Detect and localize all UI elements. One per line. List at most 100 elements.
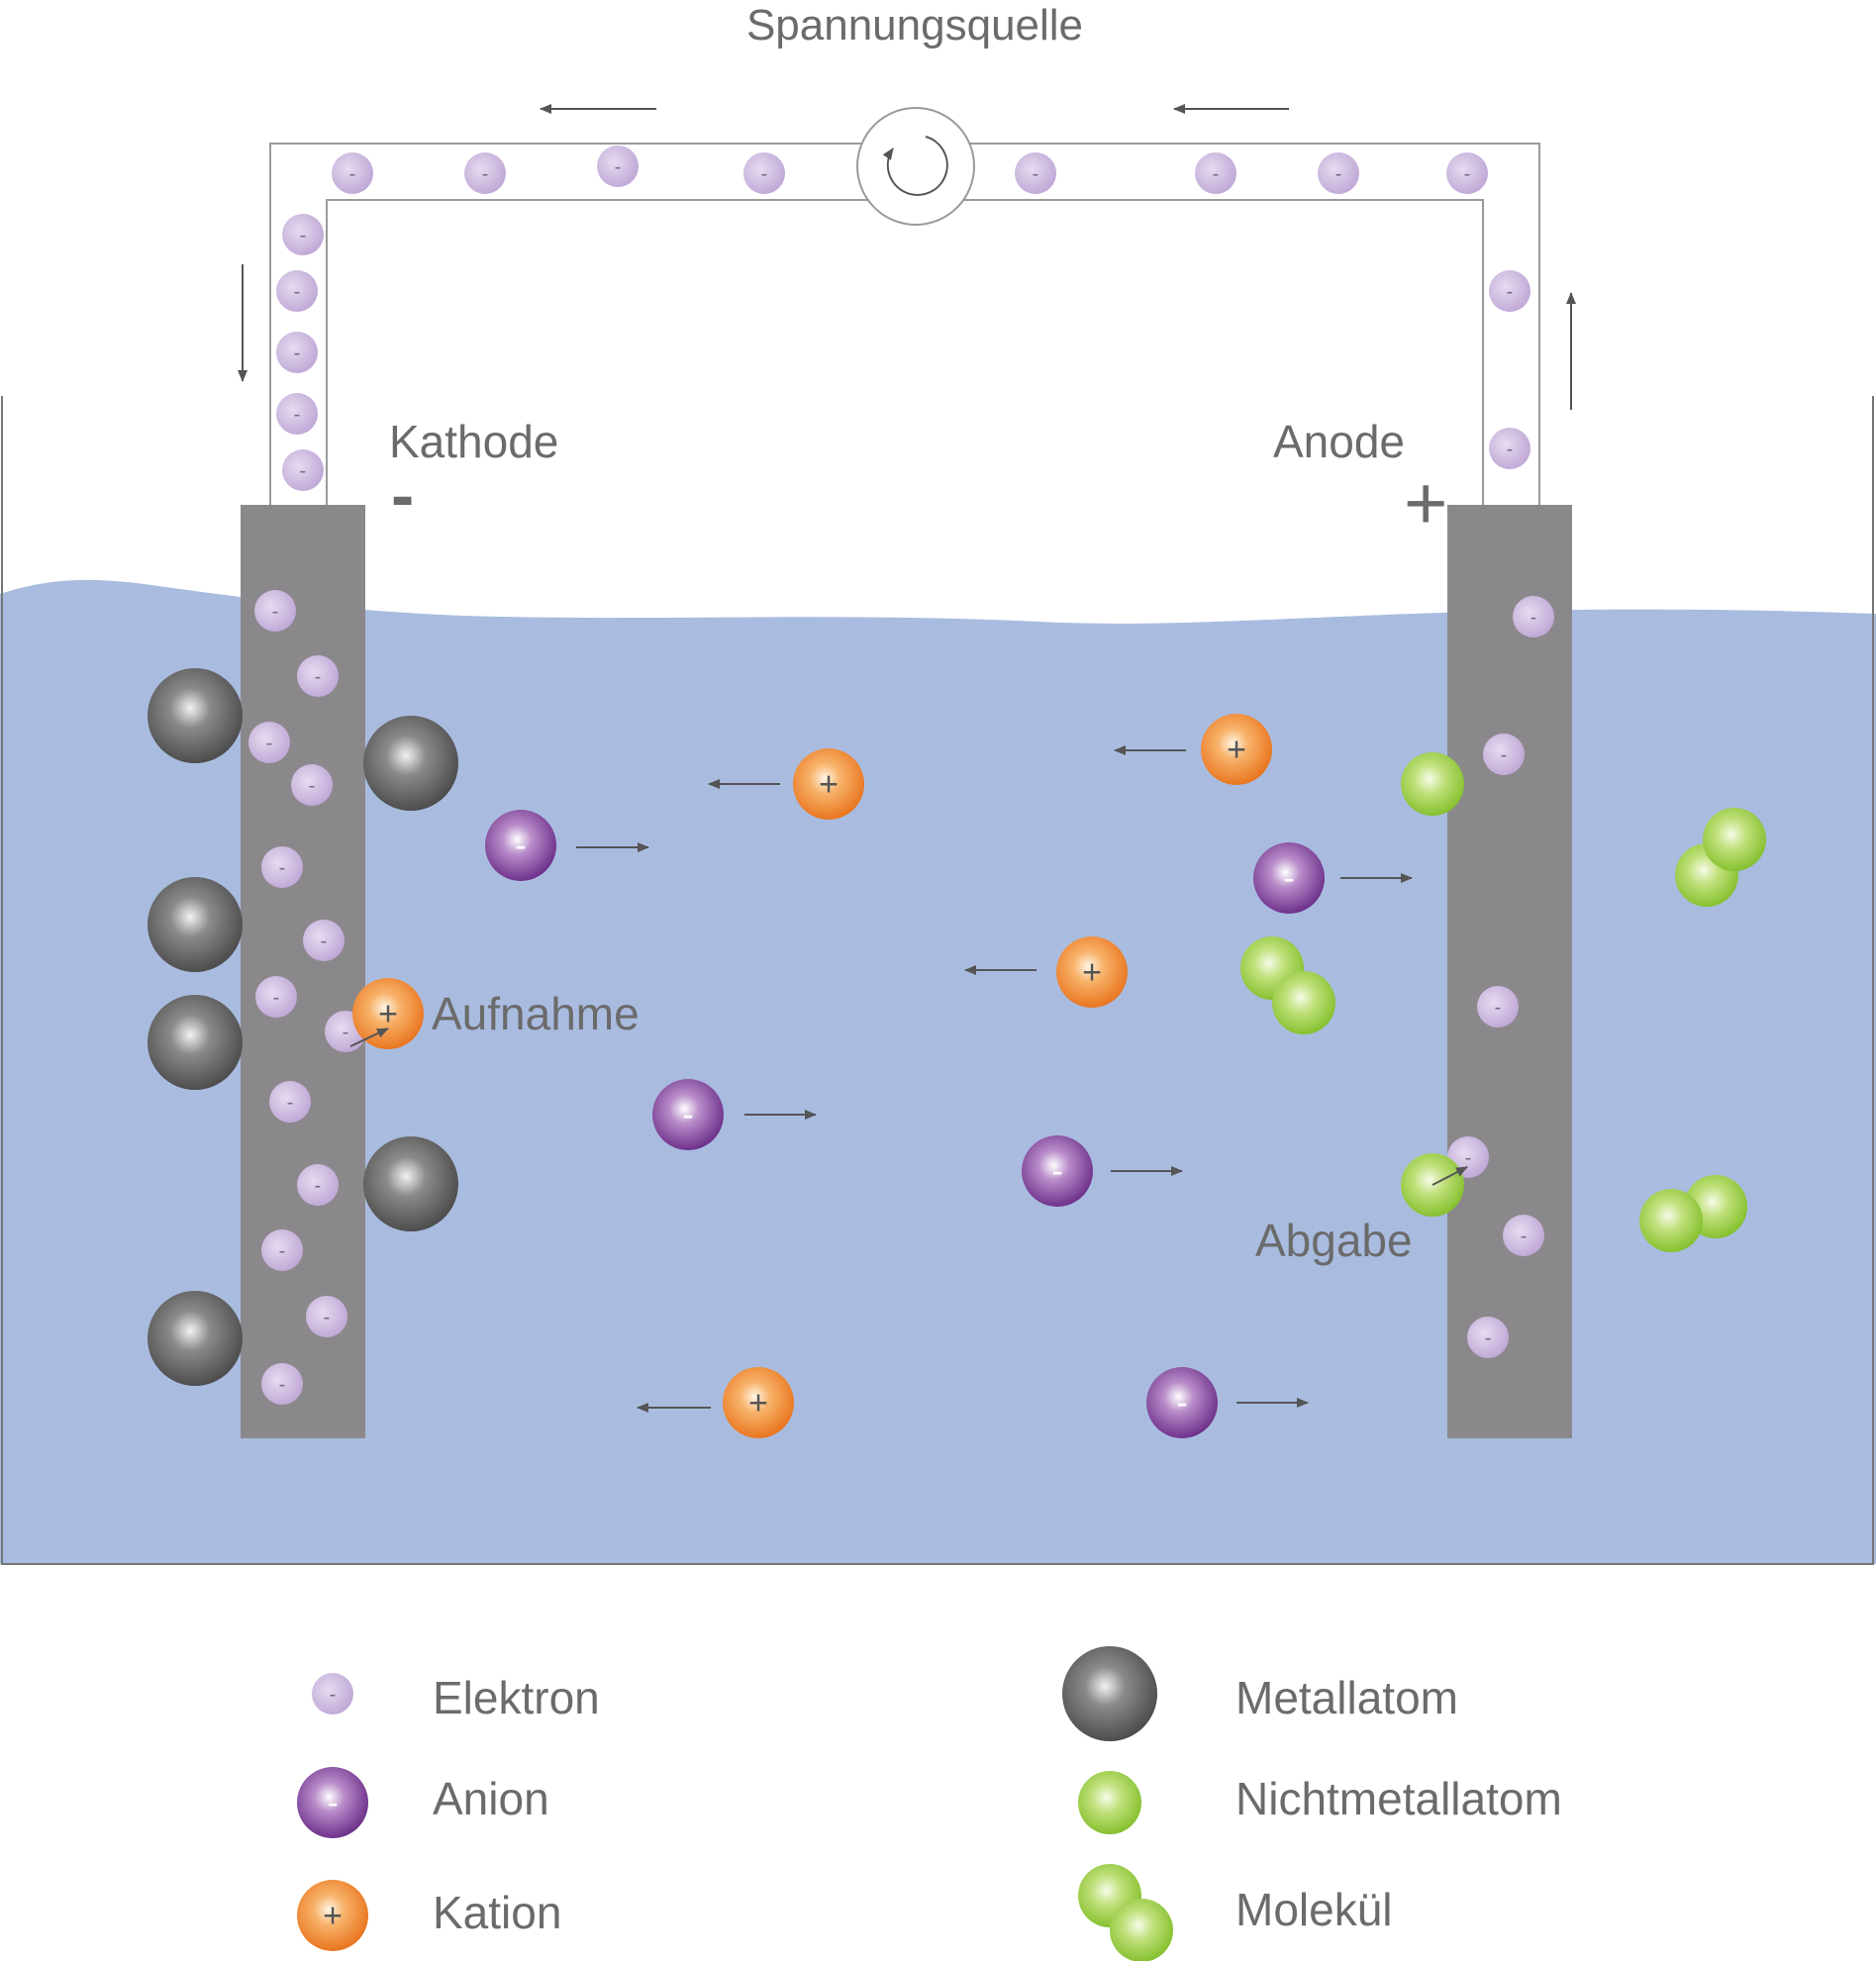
wire-electron (276, 393, 318, 435)
legend-label-molecule: Molekül (1235, 1884, 1393, 1935)
cathode-sign: - (391, 456, 414, 534)
cation (793, 748, 864, 820)
cathode-electrode (241, 505, 365, 1438)
anion (1253, 842, 1325, 914)
cathode-electron (297, 1164, 339, 1206)
electron-symbol: - (294, 404, 301, 426)
legend-electron-icon (312, 1673, 353, 1715)
anode-electron (1513, 596, 1554, 637)
wire-electron (282, 449, 324, 491)
electron-symbol: - (1501, 744, 1508, 766)
electron-symbol: - (324, 1307, 331, 1328)
legend-anion-icon (297, 1767, 368, 1838)
anion-symbol: - (1283, 860, 1294, 898)
cathode-electron (261, 1363, 303, 1405)
legend: Elektron Anion Kation Metallatom Nichtme… (433, 1672, 1562, 1938)
anode-electron (1477, 986, 1519, 1028)
metal-atom (148, 995, 243, 1090)
cathode-electron (255, 976, 297, 1018)
cathode-electron (291, 764, 333, 806)
electron-symbol: - (343, 1022, 349, 1043)
electrolyte (0, 579, 1876, 1564)
legend-metal-icon (1062, 1646, 1157, 1741)
nonmetal-atom (1401, 752, 1464, 816)
electron-symbol: - (1495, 997, 1502, 1019)
cathode-electron (269, 1081, 311, 1123)
electron-symbol: - (300, 460, 307, 482)
wire-electron (1446, 152, 1488, 194)
legend-molecule-icon-atom-b (1110, 1899, 1173, 1961)
molecule-atom-b (1272, 971, 1335, 1034)
legend-label-metal: Metallatom (1235, 1672, 1458, 1723)
cathode-electron (254, 590, 296, 632)
metal-atom (148, 1291, 243, 1386)
cathode-electron (261, 846, 303, 888)
wire-electron (276, 332, 318, 373)
anode-label: Anode (1273, 416, 1405, 467)
molecule-atom-b (1639, 1189, 1703, 1252)
metal-atom (148, 877, 243, 972)
rotation-arrow-icon (882, 136, 948, 196)
molecule-atom-b (1703, 808, 1766, 871)
electron-symbol: - (309, 775, 316, 797)
anode-sign: + (1404, 461, 1447, 545)
wire-electron (276, 270, 318, 312)
electron-symbol: - (1485, 1327, 1492, 1349)
voltage-source-label: Spannungsquelle (746, 1, 1083, 49)
electron-symbol: - (1507, 281, 1514, 303)
cation (723, 1367, 794, 1438)
wire-electron (1489, 270, 1530, 312)
cation-symbol: + (1082, 954, 1102, 992)
electron-symbol: - (761, 163, 768, 185)
electron-symbol: - (482, 163, 489, 185)
wire-electron (464, 152, 506, 194)
cathode-electron (303, 920, 345, 961)
cation-symbol: + (323, 1898, 343, 1935)
cation-symbol: + (378, 996, 398, 1033)
cathode-label: Kathode (389, 416, 558, 467)
anion (1022, 1135, 1093, 1207)
electron-symbol: - (615, 156, 622, 178)
electron-symbol: - (1033, 163, 1039, 185)
metal-atom (363, 716, 458, 811)
electron-symbol: - (1464, 163, 1471, 185)
cathode-electron (306, 1296, 347, 1337)
anion-symbol: - (515, 828, 526, 865)
legend-cation-icon (297, 1880, 368, 1951)
wire-electron (282, 214, 324, 255)
legend-label-anion: Anion (433, 1773, 549, 1824)
cation-symbol: + (1227, 732, 1246, 769)
anion-symbol: - (682, 1097, 693, 1134)
electron-symbol: - (1530, 607, 1537, 629)
wire-electron (1015, 152, 1056, 194)
electron-symbol: - (272, 601, 279, 623)
cathode-electron (261, 1229, 303, 1271)
cathode-electron (297, 655, 339, 697)
legend-label-nonmetal: Nichtmetallatom (1235, 1773, 1562, 1824)
electron-symbol: - (1465, 1147, 1472, 1169)
electron-symbol: - (321, 931, 328, 952)
anion-symbol: - (327, 1785, 338, 1822)
anode-electron (1467, 1317, 1509, 1358)
uptake-label: Aufnahme (432, 988, 640, 1039)
cation (1056, 936, 1128, 1008)
legend-label-cation: Kation (433, 1887, 561, 1938)
legend-label-electron: Elektron (433, 1672, 600, 1723)
wire-electron (743, 152, 785, 194)
electron-symbol: - (279, 1374, 286, 1396)
voltage-source (856, 107, 975, 226)
electron-symbol: - (330, 1684, 337, 1706)
cathode-electron (248, 722, 290, 763)
electron-symbol: - (294, 343, 301, 364)
container (1, 396, 1874, 1565)
release-label: Abgabe (1255, 1215, 1413, 1266)
metal-atom (148, 668, 243, 763)
wire-electron (1195, 152, 1236, 194)
cation-symbol: + (819, 766, 839, 804)
electron-symbol: - (315, 1175, 322, 1197)
electron-symbol: - (273, 987, 280, 1009)
electron-symbol: - (315, 666, 322, 688)
electron-symbol: - (1335, 163, 1342, 185)
anode-electron (1503, 1215, 1544, 1256)
anion (1146, 1367, 1218, 1438)
